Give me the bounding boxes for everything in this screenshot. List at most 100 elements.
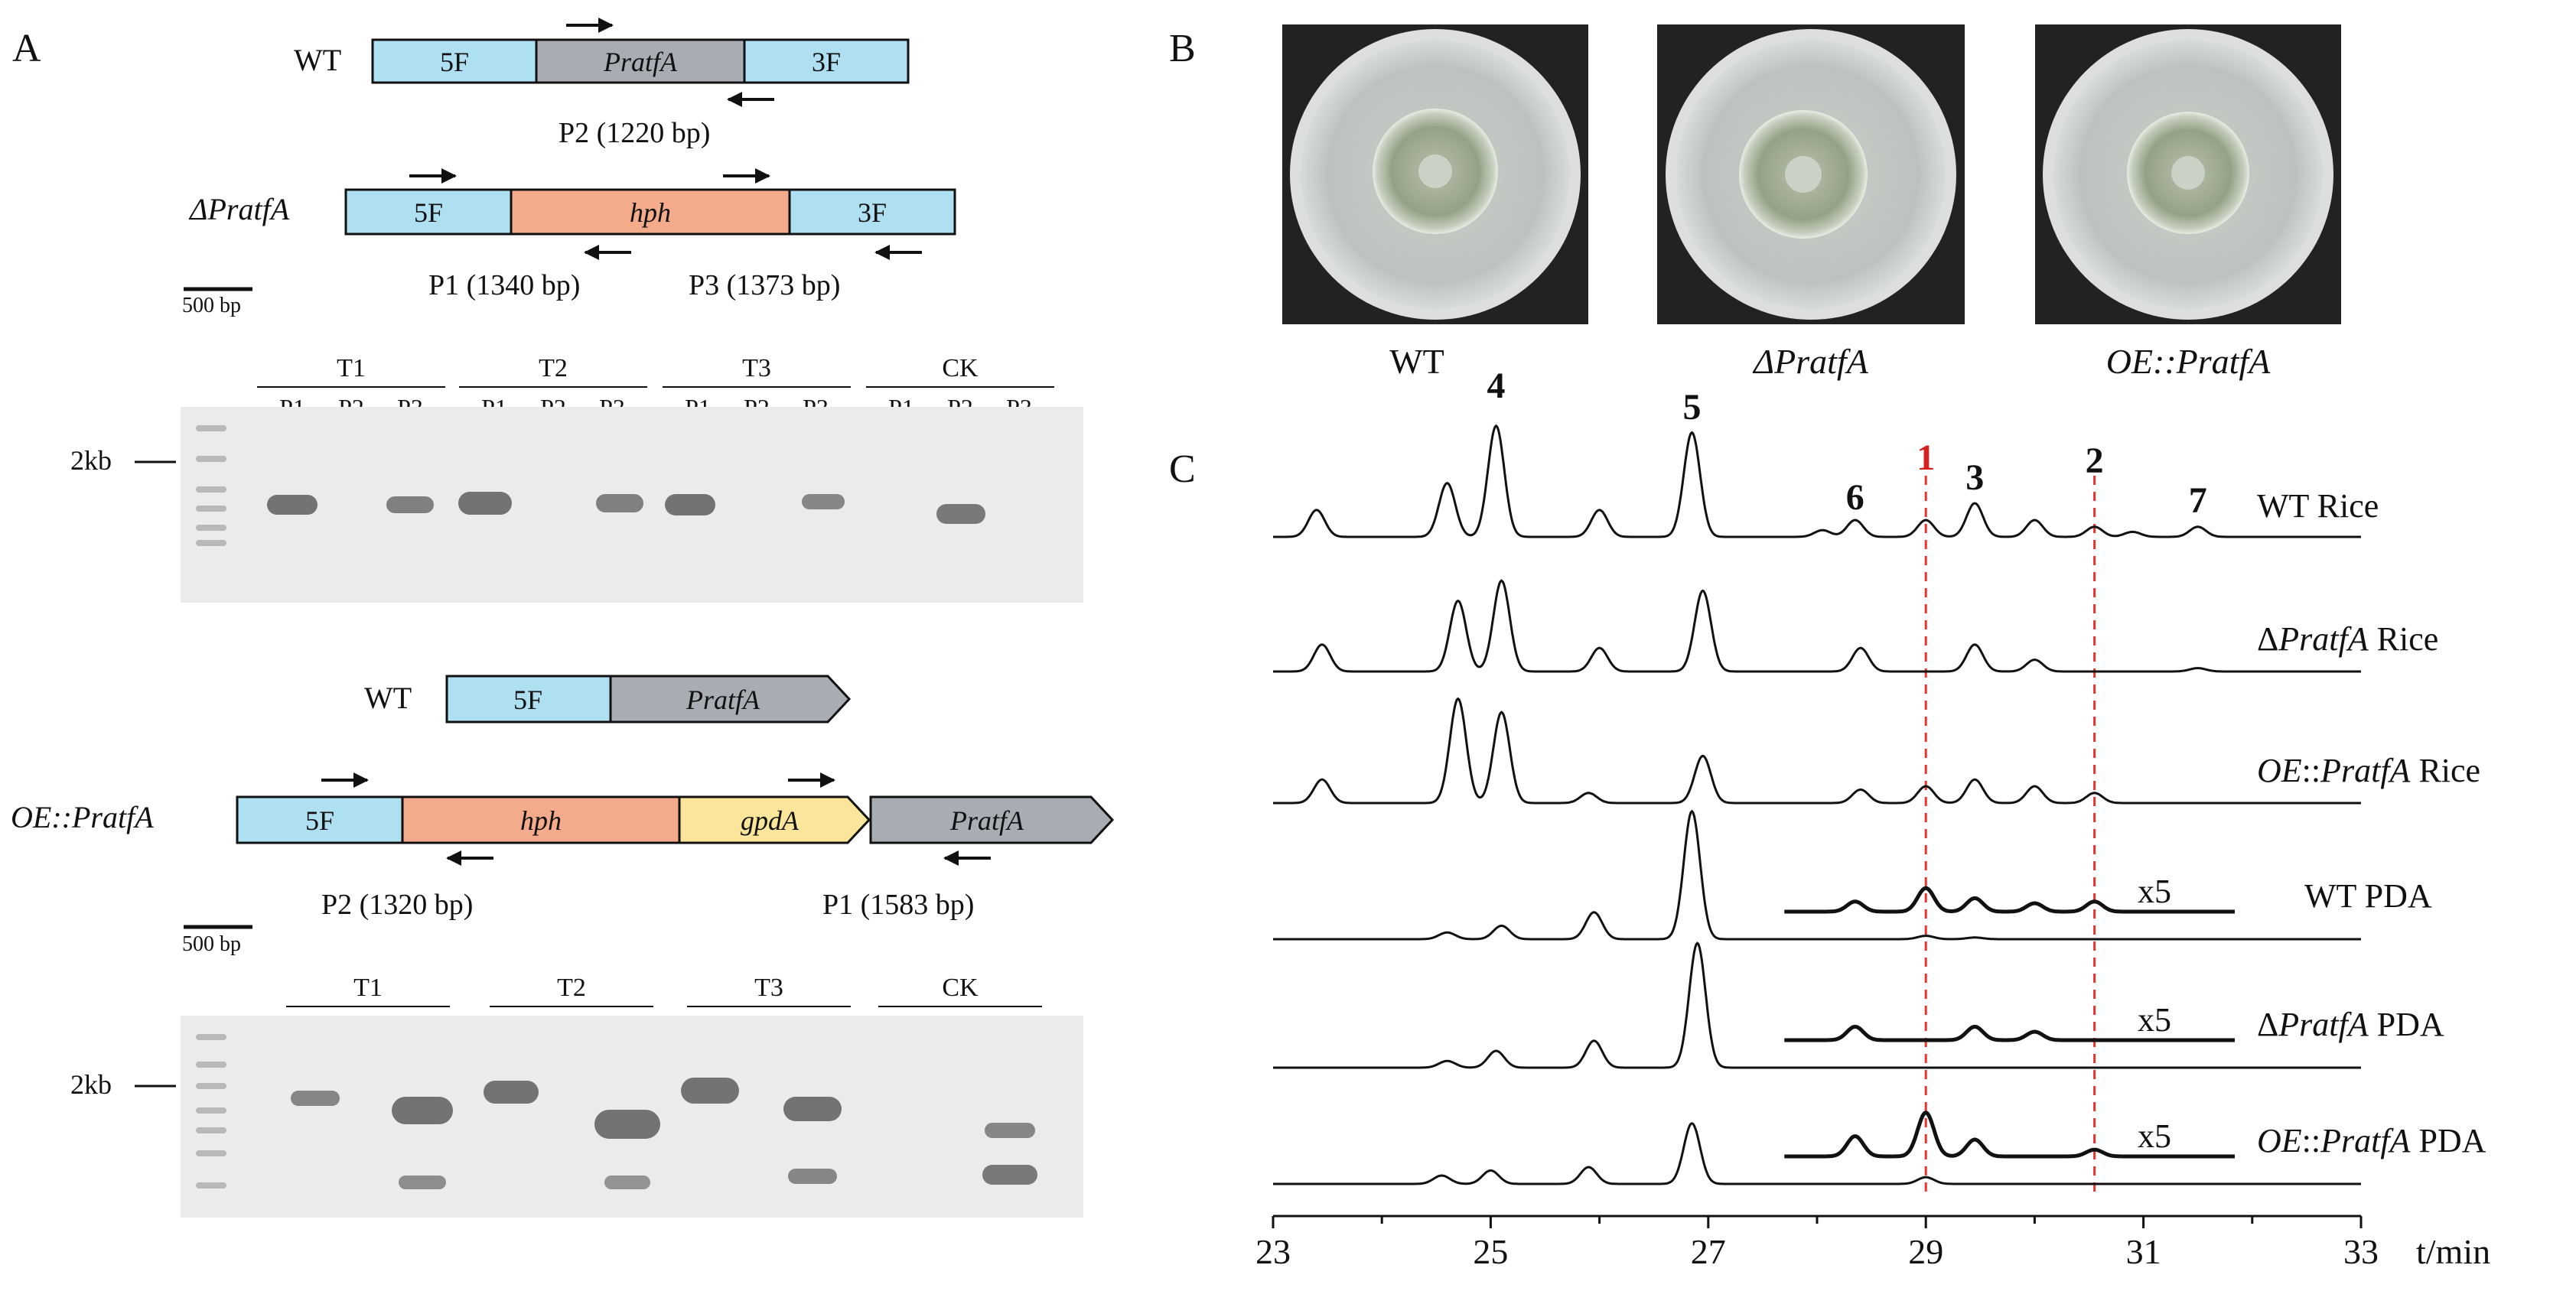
oe-mut-primer-label-2: P2 (1320 bp) bbox=[321, 889, 473, 921]
gel-ladder-band bbox=[196, 1083, 226, 1089]
gel-band bbox=[596, 494, 643, 512]
ko-mut-5f-segment bbox=[344, 188, 513, 236]
oe-gel: T1P1P2T2P1P2T3P1P2CKP1P2 2kb bbox=[70, 974, 1083, 1218]
oe-wt-label: WT bbox=[364, 681, 412, 715]
gel-ladder-band bbox=[196, 540, 226, 546]
gel-ladder-band bbox=[196, 1034, 226, 1040]
oe-mut-gpda-segment bbox=[678, 795, 871, 844]
plate-photo-ko bbox=[1657, 24, 1965, 324]
x-axis-label: t/min bbox=[2416, 1232, 2490, 1271]
oe-mut-primer-label-1: P1 (1583 bp) bbox=[822, 889, 974, 921]
gel-group-label: T2 bbox=[557, 974, 586, 1002]
chromatogram-inset-trace bbox=[1784, 886, 2235, 914]
gel-band bbox=[392, 1097, 453, 1124]
x-tick-label: 23 bbox=[1255, 1232, 1291, 1271]
ko-gel: T1P1P2P3T2P1P2P3T3P1P2P3CKP1P2P3 2kb bbox=[70, 354, 1083, 603]
ko-construct: WT 5F PratfA 3F P2 (1220 bp) ΔPratfA 5F … bbox=[182, 18, 956, 317]
ko-wt-3f-segment bbox=[743, 38, 910, 84]
chromatogram-inset-trace bbox=[1784, 1024, 2235, 1042]
ko-mut-5f-text: 5F bbox=[414, 197, 443, 228]
oe-mut-prat-segment bbox=[869, 795, 1115, 844]
gel-band bbox=[982, 1165, 1037, 1185]
chromatogram-trace bbox=[1273, 941, 2361, 1069]
gel-ladder-band bbox=[196, 525, 226, 531]
gel-group-label: T3 bbox=[754, 974, 783, 1002]
plate-photo-oe bbox=[2035, 24, 2341, 324]
x-tick-label: 29 bbox=[1908, 1232, 1943, 1271]
peak-label: 1 bbox=[1917, 437, 1935, 478]
gel-band bbox=[681, 1078, 739, 1104]
gel-band bbox=[267, 495, 318, 515]
ko-mut-label: ΔPratfA bbox=[188, 192, 290, 226]
oe-mut-gpda-text: gpdA bbox=[741, 805, 800, 836]
gel-band bbox=[594, 1110, 660, 1139]
series-label: ΔPratfA Rice bbox=[2257, 620, 2438, 658]
peak-label: 2 bbox=[2086, 441, 2104, 481]
gel-ladder-band bbox=[196, 1107, 226, 1114]
oe-mut-label: OE::PratfA bbox=[11, 800, 154, 834]
gel-band bbox=[783, 1097, 842, 1121]
ko-mut-hph-text: hph bbox=[630, 197, 671, 228]
gel-group-label: T1 bbox=[353, 974, 383, 1002]
panel-label-b: B bbox=[1169, 27, 1196, 70]
plate-label-oe: OE::PratfA bbox=[2106, 342, 2272, 381]
ko-mut-3f-segment bbox=[788, 188, 956, 236]
oe-wt-5f-text: 5F bbox=[513, 685, 542, 715]
oe-wt-5f-segment bbox=[445, 675, 612, 724]
scale-bar-label: 500 bp bbox=[182, 294, 241, 317]
gel-band bbox=[291, 1091, 340, 1106]
peak-label: 7 bbox=[2189, 480, 2207, 521]
gel-ladder-band bbox=[196, 1127, 226, 1133]
oe-wt-prat-text: PratfA bbox=[686, 685, 760, 715]
scale-note: x5 bbox=[2138, 1001, 2171, 1039]
gel-ladder-band bbox=[196, 1150, 226, 1156]
gel-band bbox=[399, 1176, 446, 1189]
plate-label-wt: WT bbox=[1389, 342, 1444, 381]
oe-construct: WT 5F PratfA OE::PratfA 5F hph gpdA Prat… bbox=[11, 675, 1115, 956]
gel-band bbox=[936, 504, 985, 524]
gel-group-label: T3 bbox=[742, 354, 771, 382]
ko-wt-3f-text: 3F bbox=[812, 47, 841, 77]
peak-label: 6 bbox=[1846, 477, 1864, 518]
oe-mut-hph-text: hph bbox=[520, 805, 562, 836]
gel-band bbox=[802, 494, 845, 509]
ko-wt-5f-segment bbox=[371, 38, 538, 84]
gel-ladder-band bbox=[196, 486, 226, 493]
x-tick-label: 25 bbox=[1473, 1232, 1508, 1271]
oe-mut-5f-text: 5F bbox=[305, 805, 334, 836]
chromatogram-trace bbox=[1273, 579, 2361, 673]
chromatogram-inset-trace bbox=[1784, 1111, 2235, 1159]
series-label: ΔPratfA PDA bbox=[2257, 1006, 2444, 1043]
series-label: WT PDA bbox=[2304, 877, 2432, 915]
peak-label: 4 bbox=[1487, 366, 1506, 406]
oe-wt-prat-segment bbox=[609, 675, 852, 724]
chromatogram-trace bbox=[1273, 809, 2361, 941]
chromatogram-trace bbox=[1273, 1122, 2361, 1185]
ko-wt-5f-text: 5F bbox=[440, 47, 469, 77]
gel-ladder-band bbox=[196, 456, 226, 462]
gel-group-label: CK bbox=[942, 974, 979, 1002]
series-label: WT Rice bbox=[2257, 487, 2379, 525]
peak-label: 5 bbox=[1682, 387, 1701, 428]
plate-photo-wt bbox=[1282, 24, 1588, 324]
oe-mut-prat-text: PratfA bbox=[949, 805, 1024, 836]
gel-group-label: T1 bbox=[337, 354, 366, 382]
ko-mut-primer-label-1: P1 (1340 bp) bbox=[428, 269, 580, 301]
gel-band bbox=[788, 1169, 837, 1184]
ko-mut-3f-text: 3F bbox=[858, 197, 887, 228]
ko-wt-label: WT bbox=[294, 43, 341, 77]
x-tick-label: 27 bbox=[1691, 1232, 1726, 1271]
gel-ladder-band bbox=[196, 1062, 226, 1068]
gel-ladder-band bbox=[196, 506, 226, 512]
chromatogram-trace bbox=[1273, 424, 2361, 538]
series-label: OE::PratfA Rice bbox=[2257, 752, 2480, 789]
gel-band bbox=[484, 1081, 539, 1104]
chromatogram-trace bbox=[1273, 697, 2361, 805]
gel-group-label: CK bbox=[942, 354, 979, 382]
gel-group-label: T2 bbox=[539, 354, 568, 382]
ko-wt-primer-label: P2 (1220 bp) bbox=[559, 117, 710, 149]
scale-bar-label: 500 bp bbox=[182, 932, 241, 956]
panel-label-c: C bbox=[1169, 447, 1196, 491]
